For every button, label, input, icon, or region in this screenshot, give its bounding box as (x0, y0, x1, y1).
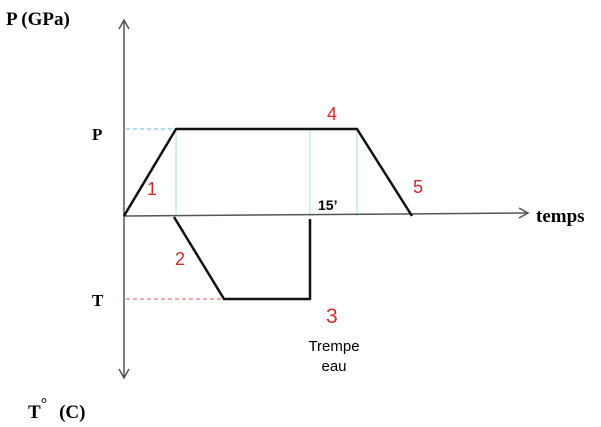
time-axis-label: temps (536, 206, 585, 227)
step-label-1: 1 (147, 179, 157, 199)
temperature-axis-label: T° (C) (28, 396, 85, 423)
temperature-axis-degree: ° (41, 396, 47, 413)
temperature-axis-unit: (C) (59, 402, 85, 423)
pressure-curve (122, 127, 414, 217)
vertical-axis-bottom-arrow (118, 368, 130, 380)
pressure-level-label: P (92, 125, 102, 144)
temperature-level-label: T (92, 291, 104, 310)
quench-label-line1: Trempe (308, 338, 359, 355)
time-axis (123, 212, 529, 217)
step-label-5: 5 (413, 177, 423, 197)
temperature-curve (172, 216, 312, 301)
pressure-axis-label: P (GPa) (6, 9, 70, 30)
time-axis-arrow (518, 207, 530, 219)
quench-label-line2: eau (321, 358, 346, 375)
vertical-axis-top-arrow (118, 18, 130, 30)
step-label-3: 3 (326, 305, 338, 328)
temperature-axis-label-main: T (28, 402, 41, 423)
step-label-2: 2 (175, 249, 185, 269)
step-label-4: 4 (327, 104, 337, 124)
time-mark-label: 15’ (318, 197, 337, 213)
